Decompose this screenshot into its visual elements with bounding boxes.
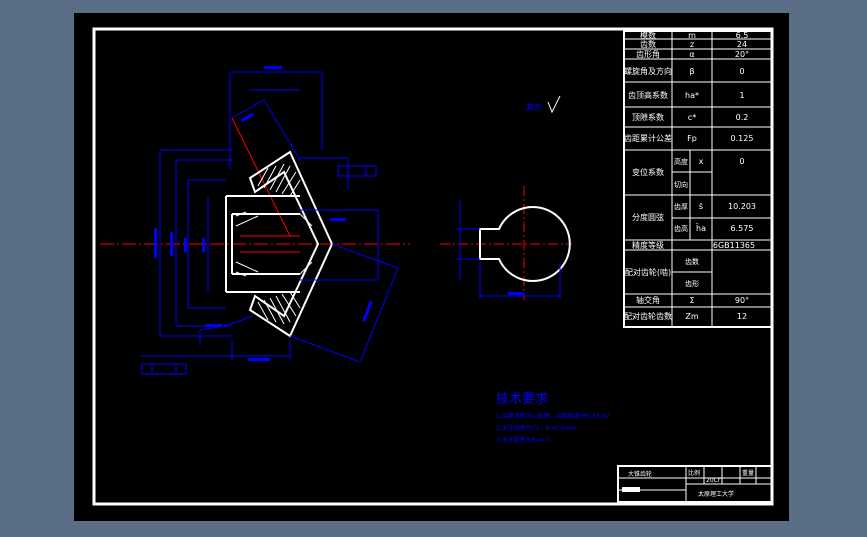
mating-name: 配对齿轮(啮) [625,267,671,277]
gear-body-outline [225,150,334,338]
tech-item-1: 2.未注倒角为C1，R=0.5mm [496,424,576,432]
param-name-1: 齿数 [640,39,656,49]
bore-keyway-outline [479,206,571,282]
roughness-note: 其余 [526,95,561,114]
chord-sym1: s̄ [699,202,703,211]
title-block [617,465,773,503]
hub-lines [240,235,300,253]
param-val-0: 6.5 [736,31,749,40]
shift-sym: x [699,157,704,166]
tolerance-frames [141,165,377,375]
technical-requirements: 技术要求 1.齿面渗碳淬火处理，齿面硬度HRC58-62 2.未注倒角为C1，R… [496,392,610,444]
tech-item-0: 1.齿面渗碳淬火处理，齿面硬度HRC58-62 [496,412,610,420]
dimension-text-marks [154,66,373,361]
param-sym-6: Fp [687,134,697,143]
pitch-cone-line [231,117,291,237]
param-name-6: 齿距累计公差 [624,133,672,143]
mating-r1: 齿数 [685,257,699,266]
param-name-4: 齿顶高系数 [628,90,668,100]
param-val-3: 0 [739,67,744,76]
shift-r2: 切向 [674,180,688,189]
title-block-text: 大锥齿轮 20Cr 比例 重量 太原理工大学 [628,469,754,498]
param-name-0: 模数 [640,30,656,40]
roughness-label: 其余 [526,102,542,112]
param-val-5: 0.2 [736,113,749,122]
shift-name: 变位系数 [632,167,664,177]
param-sym-4: ha* [685,91,699,100]
accuracy-val: 6GB11365 [713,241,755,250]
title-block-mark [622,487,640,492]
chord-r2: 齿高 [674,224,688,233]
parameter-table-text: 模数 m 6.5 齿数 z 24 齿形角 α 20° 螺旋角及方向 β 0 齿顶… [624,30,756,321]
mating-r2: 齿形 [685,280,699,288]
drawing-name: 大锥齿轮 [628,470,652,478]
param-name-3: 螺旋角及方向 [624,66,672,76]
mate-teeth-sym: Zm [685,312,698,321]
param-val-6: 0.125 [731,134,754,143]
param-sym-0: m [688,31,696,40]
param-sym-1: z [690,40,694,49]
mate-teeth-val: 12 [737,312,747,321]
chord-val2: 6.575 [731,224,754,233]
chord-r1: 齿厚 [674,203,688,211]
param-val-1: 24 [737,40,747,49]
tech-item-2: 3.未注圆角为R=0.5 [496,436,551,444]
scale-label: 比例 [688,469,700,477]
drawing-sheet [74,13,789,521]
param-name-5: 顶隙系数 [632,112,664,122]
mate-teeth-name: 配对齿轮齿数 [624,311,672,321]
shaft-angle-name: 轴交角 [636,295,660,305]
parameter-table [623,30,773,328]
param-val-4: 1 [739,91,744,100]
bore-side-view [440,186,572,300]
param-sym-2: α [689,50,694,59]
param-val-2: 20° [735,50,749,59]
section-hatching [235,163,313,325]
shift-val: 0 [739,157,744,166]
accuracy-label: 精度等级 [632,240,664,250]
weight-label: 重量 [742,469,754,477]
gear-section-view [100,66,410,375]
roughness-icon [547,95,561,114]
tech-title: 技术要求 [496,392,548,407]
side-dimension-lines [456,200,561,300]
chord-name: 分度圆弦 [632,212,664,222]
shaft-angle-sym: Σ [689,296,694,305]
school-name: 太原理工大学 [698,490,734,498]
chord-val1: 10.203 [728,202,756,211]
side-dimension-mark [508,292,524,295]
chord-sym2: h̄a [695,223,706,233]
shift-r1: 高度 [674,157,688,166]
param-sym-5: c* [688,113,696,122]
param-name-2: 齿形角 [636,49,660,59]
material: 20Cr [706,477,721,484]
shaft-angle-val: 90° [735,296,749,305]
param-sym-3: β [689,67,694,76]
